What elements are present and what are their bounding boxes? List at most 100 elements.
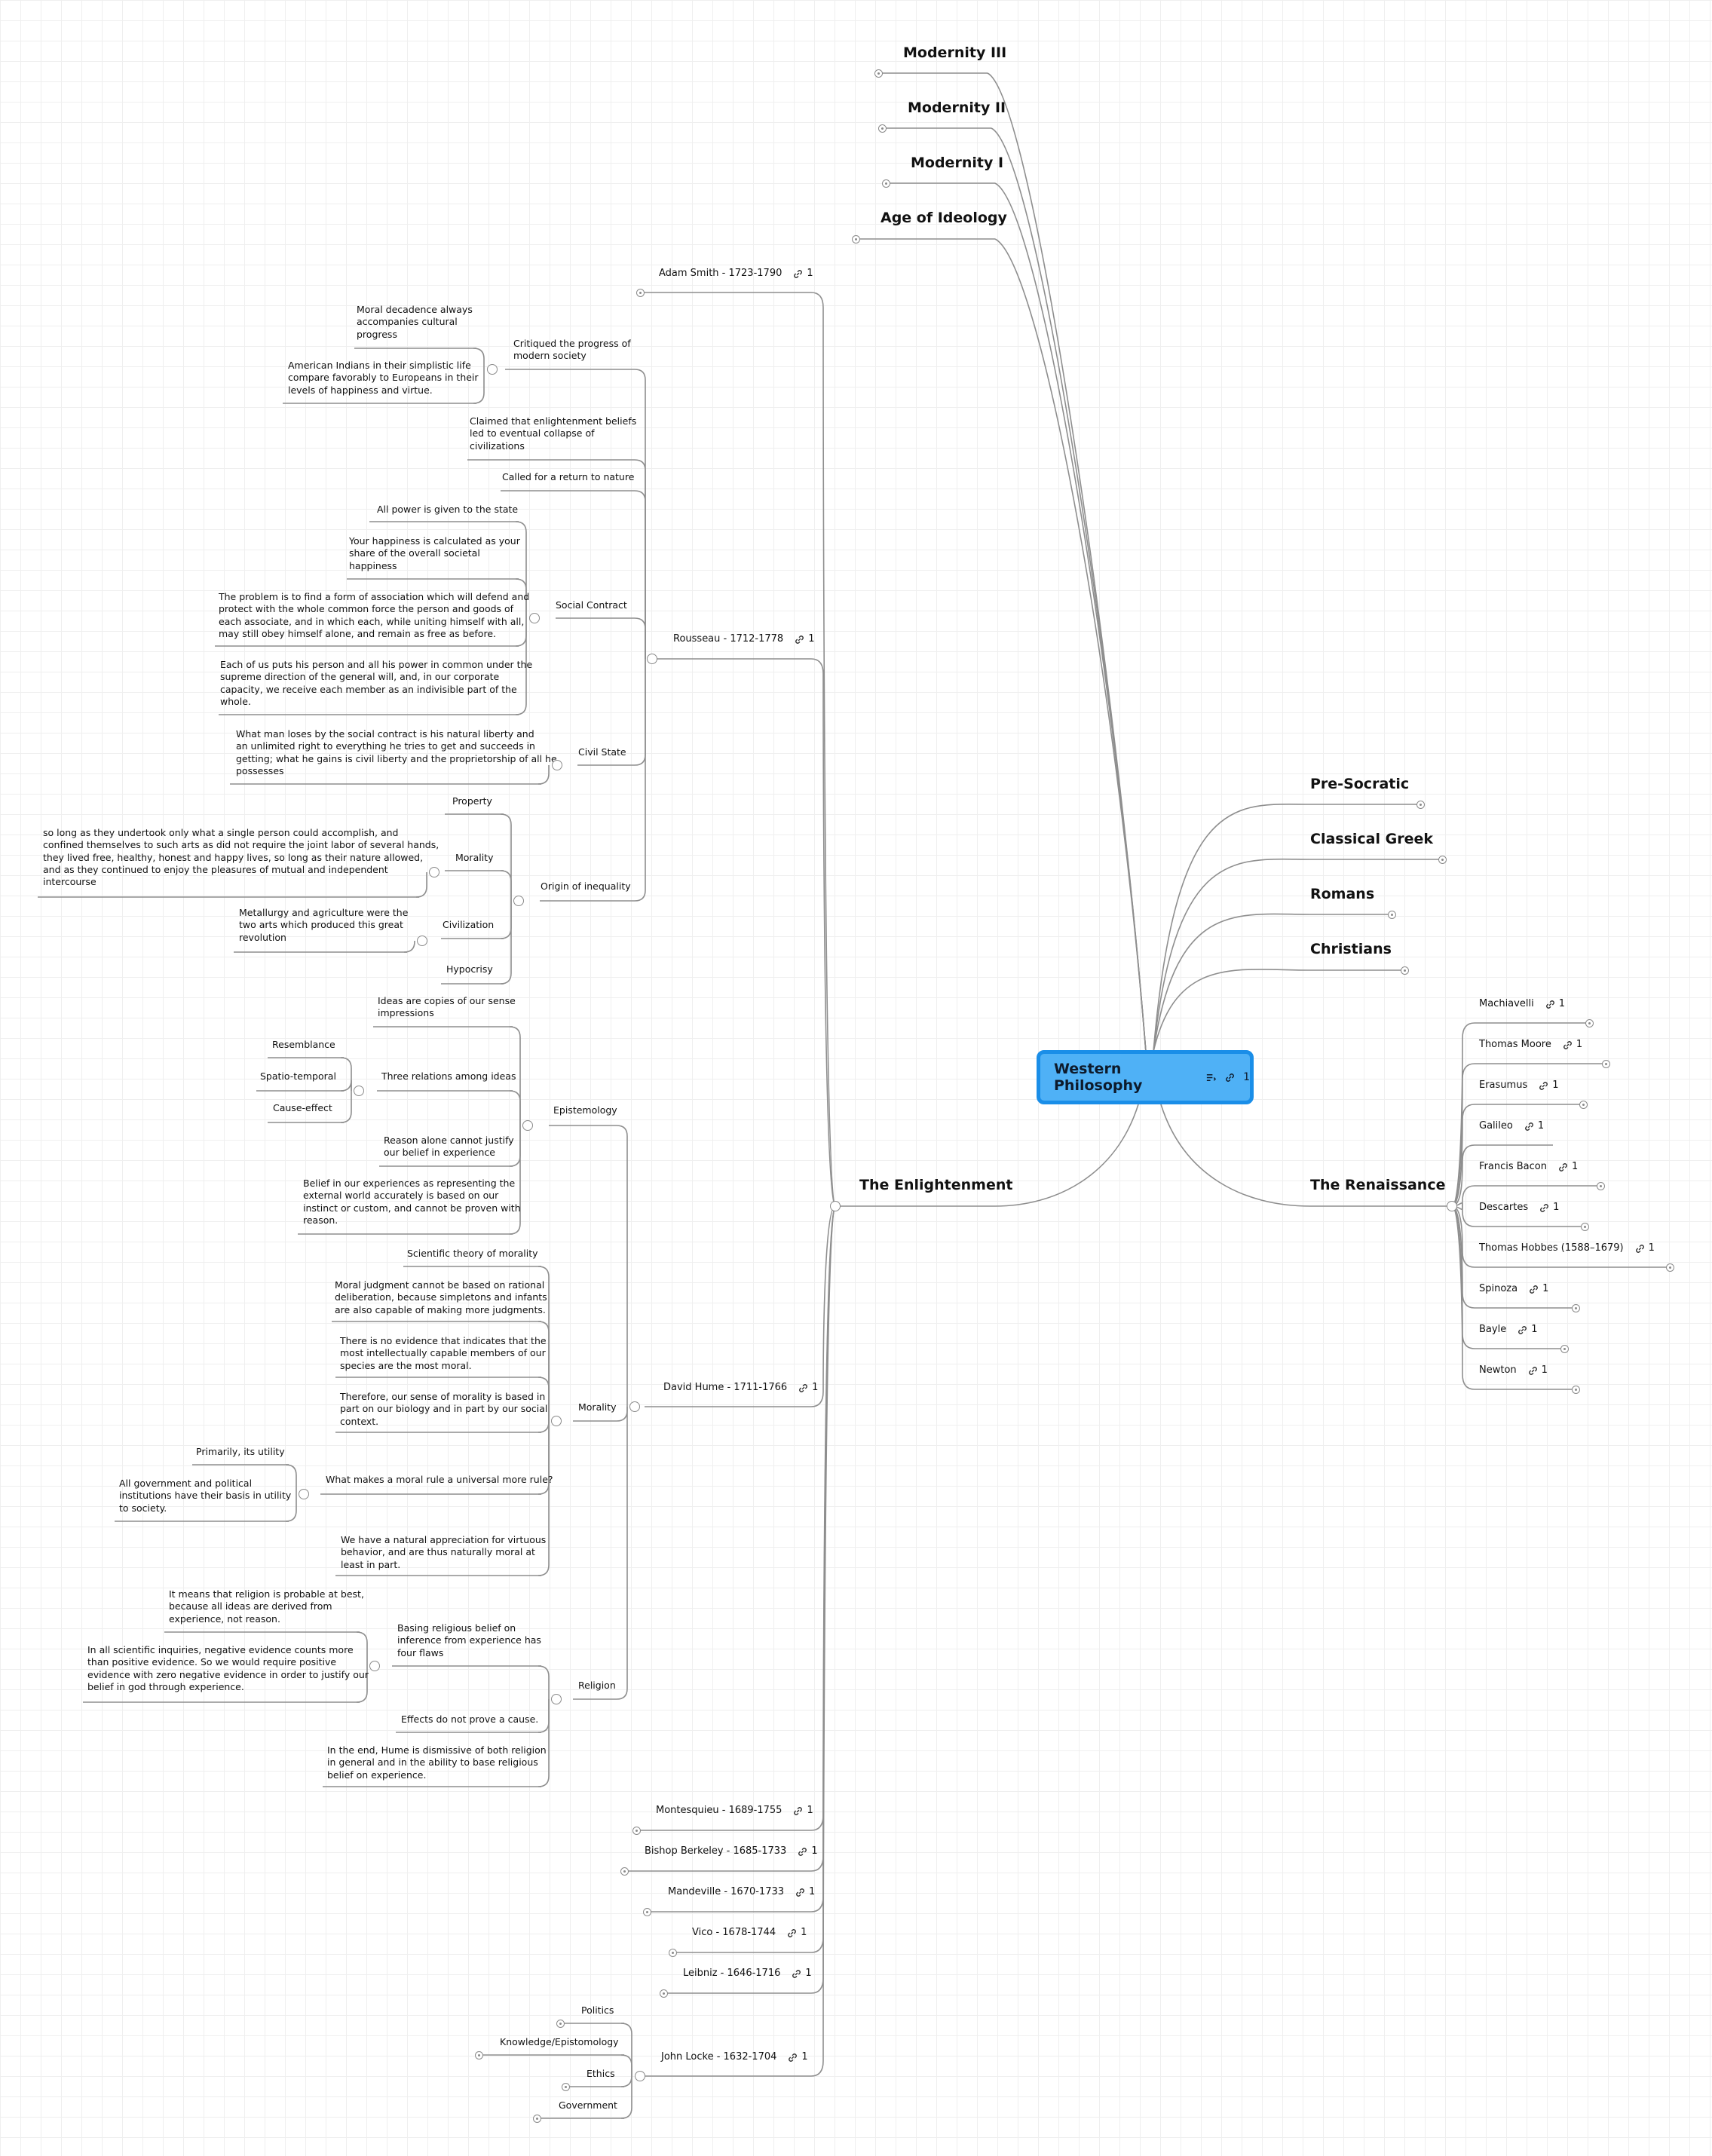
subtopic-american-indians[interactable]: American Indians in their simplistic lif…	[288, 360, 479, 397]
link-badge[interactable]: 1	[1528, 1283, 1548, 1296]
subtopic-belief-experience[interactable]: Belief in our experiences as representin…	[303, 1178, 521, 1227]
topic-christians[interactable]: Christians	[1310, 940, 1392, 959]
subtopic-origin-of-inequality[interactable]: Origin of inequality	[541, 880, 631, 893]
topic-pre-socratic[interactable]: Pre-Socratic	[1310, 775, 1409, 794]
collapse-toggle[interactable]	[429, 867, 439, 877]
topic-age-of-ideology[interactable]: Age of Ideology	[881, 209, 1007, 228]
collapse-toggle[interactable]	[513, 896, 524, 906]
subtopic-knowledge[interactable]: Knowledge/Epistomology	[500, 2036, 619, 2049]
subtopic-civil-state[interactable]: Civil State	[578, 746, 626, 759]
subtopic-politics[interactable]: Politics	[581, 2004, 614, 2017]
subtopic-no-evidence[interactable]: There is no evidence that indicates that…	[340, 1335, 547, 1372]
subtopic-critiqued-progress[interactable]: Critiqued the progress of modern society	[513, 338, 631, 363]
subtopic-spatio-temporal[interactable]: Spatio-temporal	[260, 1070, 336, 1083]
subtopic-cause-effect[interactable]: Cause-effect	[273, 1102, 332, 1115]
subtopic-reason-alone[interactable]: Reason alone cannot justify our belief i…	[384, 1135, 514, 1159]
subtopic-morality-hume[interactable]: Morality	[578, 1401, 616, 1414]
collapse-toggle[interactable]	[635, 2071, 645, 2081]
subtopic-social-contract[interactable]: Social Contract	[556, 599, 627, 612]
collapse-toggle[interactable]	[620, 1867, 629, 1876]
link-badge[interactable]: 1	[791, 1968, 812, 1980]
link-badge[interactable]: 1	[1538, 1080, 1559, 1092]
subtopic-ideas-copies[interactable]: Ideas are copies of our sense impression…	[378, 995, 516, 1020]
collapse-toggle[interactable]	[881, 179, 890, 188]
topic-the-enlightenment[interactable]: The Enlightenment	[859, 1176, 1012, 1195]
subtopic-scientific-theory[interactable]: Scientific theory of morality	[407, 1248, 538, 1260]
link-badge[interactable]: 1	[792, 268, 813, 280]
collapse-toggle[interactable]	[1400, 966, 1409, 975]
link-badge[interactable]: 1	[1634, 1242, 1655, 1255]
collapse-toggle[interactable]	[474, 2050, 483, 2060]
topic-modernity-iii[interactable]: Modernity III	[903, 44, 1006, 63]
collapse-toggle[interactable]	[1580, 1222, 1589, 1231]
topic-classical-greek[interactable]: Classical Greek	[1310, 830, 1433, 849]
collapse-toggle[interactable]	[642, 1907, 651, 1916]
collapse-toggle[interactable]	[1438, 855, 1447, 864]
subtopic-ethics[interactable]: Ethics	[586, 2068, 615, 2081]
subtopic-civilization[interactable]: Civilization	[443, 919, 494, 932]
subtopic-claimed-enlightenment[interactable]: Claimed that enlightenment beliefs led t…	[470, 415, 636, 452]
subtopic-primarily-utility[interactable]: Primarily, its utility	[196, 1446, 285, 1459]
notes-icon[interactable]	[1205, 1072, 1217, 1083]
collapse-toggle[interactable]	[647, 654, 657, 664]
link-badge[interactable]: 1	[1524, 1120, 1544, 1133]
subtopic-property[interactable]: Property	[452, 795, 492, 808]
collapse-toggle[interactable]	[1447, 1201, 1457, 1211]
collapse-toggle[interactable]	[529, 613, 540, 623]
collapse-toggle[interactable]	[1601, 1059, 1610, 1068]
subtopic-resemblance[interactable]: Resemblance	[272, 1039, 335, 1052]
link-badge[interactable]: 1	[1557, 1161, 1578, 1174]
subtopic-what-man-loses[interactable]: What man loses by the social contract is…	[236, 728, 557, 777]
subtopic-all-power[interactable]: All power is given to the state	[377, 504, 518, 516]
collapse-toggle[interactable]	[561, 2082, 570, 2091]
collapse-toggle[interactable]	[635, 288, 645, 297]
link-badge[interactable]: 1	[797, 1845, 818, 1858]
link-badge[interactable]: 1	[798, 1382, 818, 1395]
link-icon[interactable]	[1224, 1072, 1236, 1083]
subtopic-what-makes[interactable]: What makes a moral rule a universal more…	[326, 1474, 553, 1487]
collapse-toggle[interactable]	[1579, 1100, 1588, 1109]
collapse-toggle[interactable]	[1665, 1263, 1674, 1272]
link-badge[interactable]: 1	[787, 2051, 808, 2064]
collapse-toggle[interactable]	[629, 1401, 640, 1412]
topic-romans[interactable]: Romans	[1310, 885, 1374, 904]
central-topic[interactable]: Western Philosophy 1	[1037, 1050, 1254, 1104]
subtopic-morality-rousseau[interactable]: Morality	[455, 852, 493, 865]
collapse-toggle[interactable]	[1416, 800, 1425, 809]
subtopic-effects-cause[interactable]: Effects do not prove a cause.	[401, 1713, 538, 1726]
subtopic-in-the-end[interactable]: In the end, Hume is dismissive of both r…	[327, 1744, 547, 1781]
subtopic-moral-decadence[interactable]: Moral decadence always accompanies cultu…	[357, 304, 473, 341]
collapse-toggle[interactable]	[551, 1416, 562, 1426]
subtopic-epistemology[interactable]: Epistemology	[553, 1104, 617, 1117]
subtopic-religion[interactable]: Religion	[578, 1680, 616, 1692]
collapse-toggle[interactable]	[354, 1086, 364, 1096]
collapse-toggle[interactable]	[522, 1120, 533, 1131]
link-badge[interactable]: 1	[795, 1886, 815, 1899]
collapse-toggle[interactable]	[830, 1201, 841, 1211]
topic-modernity-ii[interactable]: Modernity II	[908, 99, 1006, 118]
link-badge[interactable]: 1	[786, 1927, 807, 1940]
link-badge[interactable]: 1	[792, 1805, 813, 1818]
subtopic-your-happiness[interactable]: Your happiness is calculated as your sha…	[349, 535, 520, 572]
collapse-toggle[interactable]	[417, 936, 427, 946]
subtopic-moral-judgment[interactable]: Moral judgment cannot be based on ration…	[335, 1279, 547, 1316]
topic-modernity-i[interactable]: Modernity I	[911, 154, 1003, 173]
collapse-toggle[interactable]	[632, 1826, 641, 1835]
topic-the-renaissance[interactable]: The Renaissance	[1310, 1176, 1445, 1195]
subtopic-return-to-nature[interactable]: Called for a return to nature	[502, 471, 634, 484]
collapse-toggle[interactable]	[551, 1694, 562, 1704]
subtopic-it-means[interactable]: It means that religion is probable at be…	[169, 1588, 364, 1625]
collapse-toggle[interactable]	[1560, 1344, 1569, 1353]
